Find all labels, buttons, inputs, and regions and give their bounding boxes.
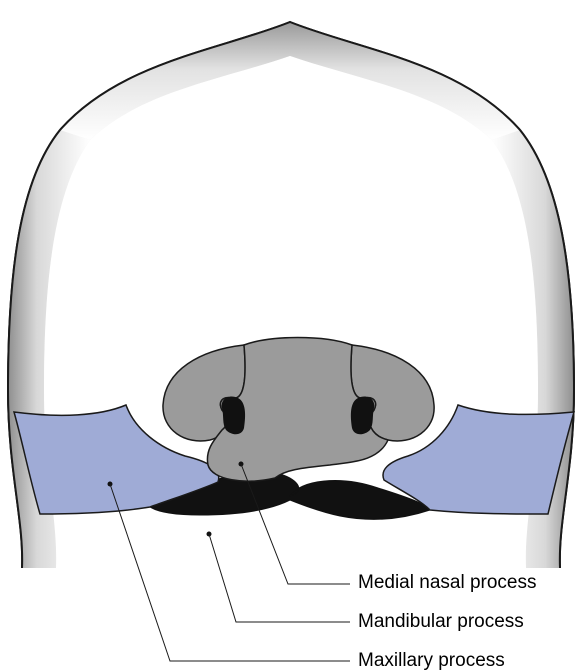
label-medial-nasal-process: Medial nasal process bbox=[358, 573, 536, 592]
label-mandibular-process: Mandibular process bbox=[358, 612, 524, 631]
label-maxillary-process: Maxillary process bbox=[358, 651, 505, 670]
nasal-pit-left bbox=[222, 396, 245, 434]
nasal-pit-right bbox=[351, 396, 374, 434]
